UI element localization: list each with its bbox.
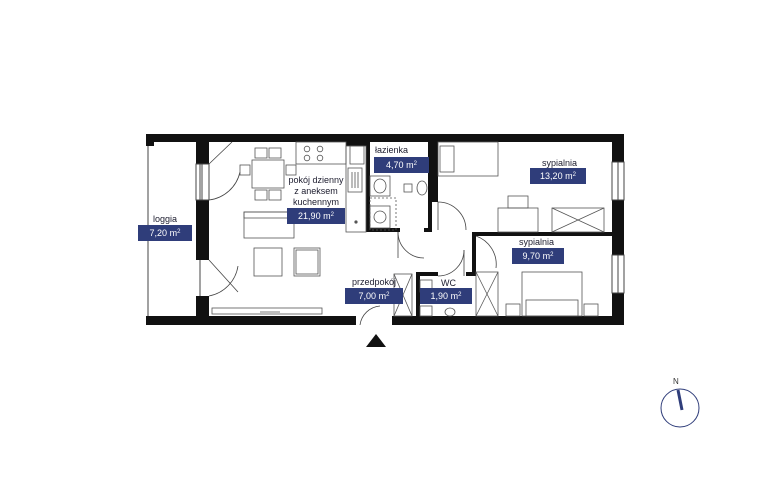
room-name-living-line2: z aneksem <box>294 186 338 196</box>
interior-walls <box>346 142 612 318</box>
room-name-hallway: przedpokój <box>352 277 397 287</box>
doors <box>208 141 497 326</box>
room-name-wc: WC <box>441 278 456 288</box>
area-badge-bedroom-2: 9,70 m2 <box>512 248 564 264</box>
room-name-living-line3: kuchennym <box>292 197 340 207</box>
exterior-walls <box>146 134 624 325</box>
room-name-bedroom-1: sypialnia <box>542 158 578 168</box>
area-badge-living-room: 21,90 m2 <box>287 208 345 224</box>
area-badge-bathroom: 4,70 m2 <box>374 157 429 173</box>
room-name-living-line1: pokój dzienny <box>288 175 344 185</box>
room-name-loggia: loggia <box>153 214 178 224</box>
area-badge-bedroom-1: 13,20 m2 <box>530 168 586 184</box>
bathroom-fixtures <box>349 145 428 231</box>
compass-icon <box>660 388 700 428</box>
dining-table <box>239 147 297 201</box>
living-furniture <box>211 211 323 315</box>
bedroom-1-furniture <box>437 141 605 233</box>
windows <box>195 161 625 294</box>
area-badge-loggia: 7,20 m2 <box>138 225 192 241</box>
compass-north-label: N <box>673 377 679 386</box>
room-name-bathroom: łazienka <box>375 145 409 155</box>
entrance-arrow-icon <box>366 334 386 347</box>
bedroom-2-furniture <box>475 271 599 317</box>
area-badge-hallway: 7,00 m2 <box>345 288 403 304</box>
area-badge-wc: 1,90 m2 <box>420 288 472 304</box>
room-name-bedroom-2: sypialnia <box>519 237 555 247</box>
